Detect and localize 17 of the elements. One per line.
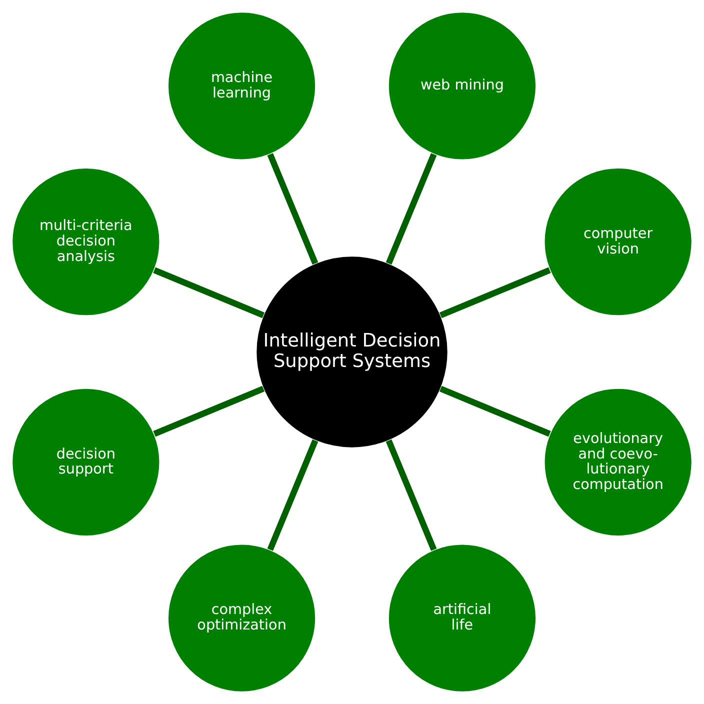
node-circle: evolutionary and coevo- lutionary computation bbox=[544, 388, 692, 537]
node-circle: decision support bbox=[12, 388, 160, 537]
connector bbox=[267, 153, 318, 265]
connector bbox=[439, 267, 551, 318]
connector bbox=[153, 386, 265, 437]
connector bbox=[386, 439, 437, 551]
connector bbox=[267, 439, 318, 551]
node-circle: multi-criteria decision analysis bbox=[12, 167, 160, 316]
connector bbox=[386, 153, 437, 265]
connector bbox=[439, 386, 551, 437]
node-circle: web mining bbox=[388, 12, 537, 160]
node-circle: machine learning bbox=[167, 12, 316, 160]
node-circle: artificial life bbox=[388, 544, 537, 692]
node-circle: Intelligent Decision Support Systems bbox=[256, 256, 448, 448]
node-circle: complex optimization bbox=[167, 544, 316, 692]
connector bbox=[153, 267, 265, 318]
node-circle: computer vision bbox=[544, 167, 692, 316]
